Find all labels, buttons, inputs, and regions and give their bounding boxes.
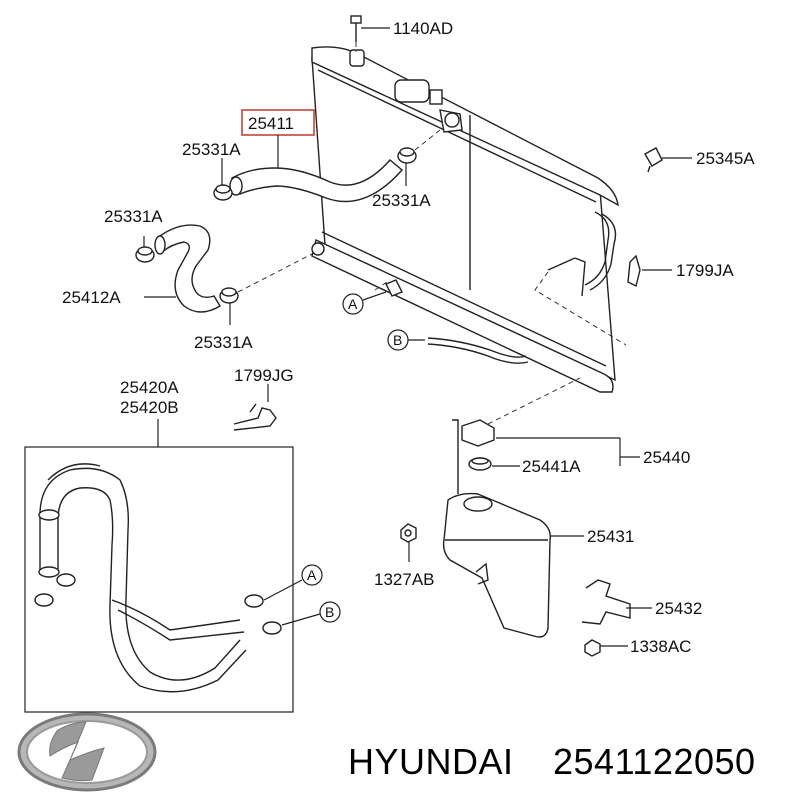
label-clamp-b: 25331A [372,191,431,210]
svg-text:B: B [325,604,334,620]
hose-assy-drawing [34,463,282,693]
footer-part-number: 2541122050 [553,741,756,782]
label-bracket-mid: 1799JG [234,366,294,385]
radiator [311,46,619,393]
label-reservoir: 25431 [587,527,634,546]
upper-hose [229,159,404,203]
ref-a-radiator: A [342,279,403,315]
bracket-mid [233,403,277,431]
clamp-upper-left [213,184,233,201]
label-bracket-top: 1799JA [676,261,734,280]
bolt [350,15,390,42]
clamp-lower-right [219,287,239,304]
label-nut: 1327AB [374,570,435,589]
label-clip: 25345A [696,149,755,168]
clip [644,147,663,173]
label-reservoir-bracket: 25432 [655,599,702,618]
footer-brand: HYUNDAI [348,741,514,782]
label-upper-hose: 25411 [248,114,294,133]
lower-hose [154,224,221,313]
screw [584,639,601,657]
hose-assy-box [24,446,294,713]
label-screw: 1338AC [630,637,691,656]
label-clamp-c: 25331A [104,207,163,226]
ref-b-radiator: B [387,329,529,364]
label-cap: 25440 [643,448,690,467]
nut [400,523,417,543]
svg-text:B: B [393,332,402,348]
label-clamp-d: 25331A [194,333,253,352]
ref-a-box: A [263,564,323,601]
clamp-upper-right [397,147,417,164]
label-seal: 25441A [522,457,581,476]
bracket-top [547,254,641,297]
label-hose-assy-a: 25420A [120,378,179,397]
label-clamp-a: 25331A [182,140,241,159]
reservoir-bracket [581,579,631,625]
label-lower-hose: 25412A [62,288,121,307]
svg-text:A: A [307,567,317,583]
reservoir [442,492,551,638]
label-hose-assy-b: 25420B [120,398,179,417]
guide-lines [237,42,627,429]
hyundai-logo [17,712,157,792]
label-bolt: 1140AD [393,19,453,38]
ref-b-box: B [281,601,341,626]
svg-text:A: A [348,296,358,312]
seal [468,457,492,471]
clamp-lower-left [135,246,155,263]
reservoir-cap [452,419,495,494]
